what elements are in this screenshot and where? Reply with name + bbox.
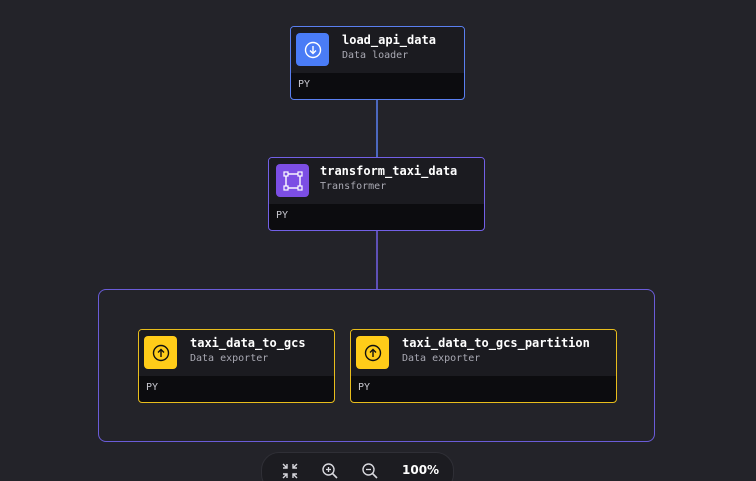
block-type: Data loader (342, 50, 409, 61)
block-title: load_api_data (342, 33, 436, 47)
block-taxi-data-to-gcs-partition[interactable]: taxi_data_to_gcs_partition Data exporter… (350, 329, 617, 403)
zoom-controls: 100% (261, 452, 454, 481)
upload-circle-icon (144, 336, 177, 369)
zoom-level: 100% (402, 463, 440, 477)
block-type: Data exporter (190, 353, 269, 364)
block-header: taxi_data_to_gcs Data exporter (139, 330, 334, 376)
transform-square-icon (276, 164, 309, 197)
exporter-group (98, 289, 655, 442)
block-header: taxi_data_to_gcs_partition Data exporter (351, 330, 616, 376)
block-type: Data exporter (402, 353, 481, 364)
block-language: PY (276, 210, 289, 221)
block-header: transform_taxi_data Transformer (269, 158, 484, 204)
block-transform-taxi-data[interactable]: transform_taxi_data Transformer PY (268, 157, 485, 231)
block-title: taxi_data_to_gcs (190, 336, 306, 350)
block-language: PY (146, 382, 159, 393)
zoom-out-icon[interactable] (360, 461, 380, 481)
block-header: load_api_data Data loader (291, 27, 464, 73)
fit-view-icon[interactable] (280, 461, 300, 481)
block-taxi-data-to-gcs[interactable]: taxi_data_to_gcs Data exporter PY (138, 329, 335, 403)
block-language: PY (298, 79, 311, 90)
block-type: Transformer (320, 181, 387, 192)
block-title: transform_taxi_data (320, 164, 458, 178)
download-circle-icon (296, 33, 329, 66)
block-load-api-data[interactable]: load_api_data Data loader PY (290, 26, 465, 100)
upload-circle-icon (356, 336, 389, 369)
block-language: PY (358, 382, 371, 393)
block-title: taxi_data_to_gcs_partition (402, 336, 590, 350)
zoom-in-icon[interactable] (320, 461, 340, 481)
